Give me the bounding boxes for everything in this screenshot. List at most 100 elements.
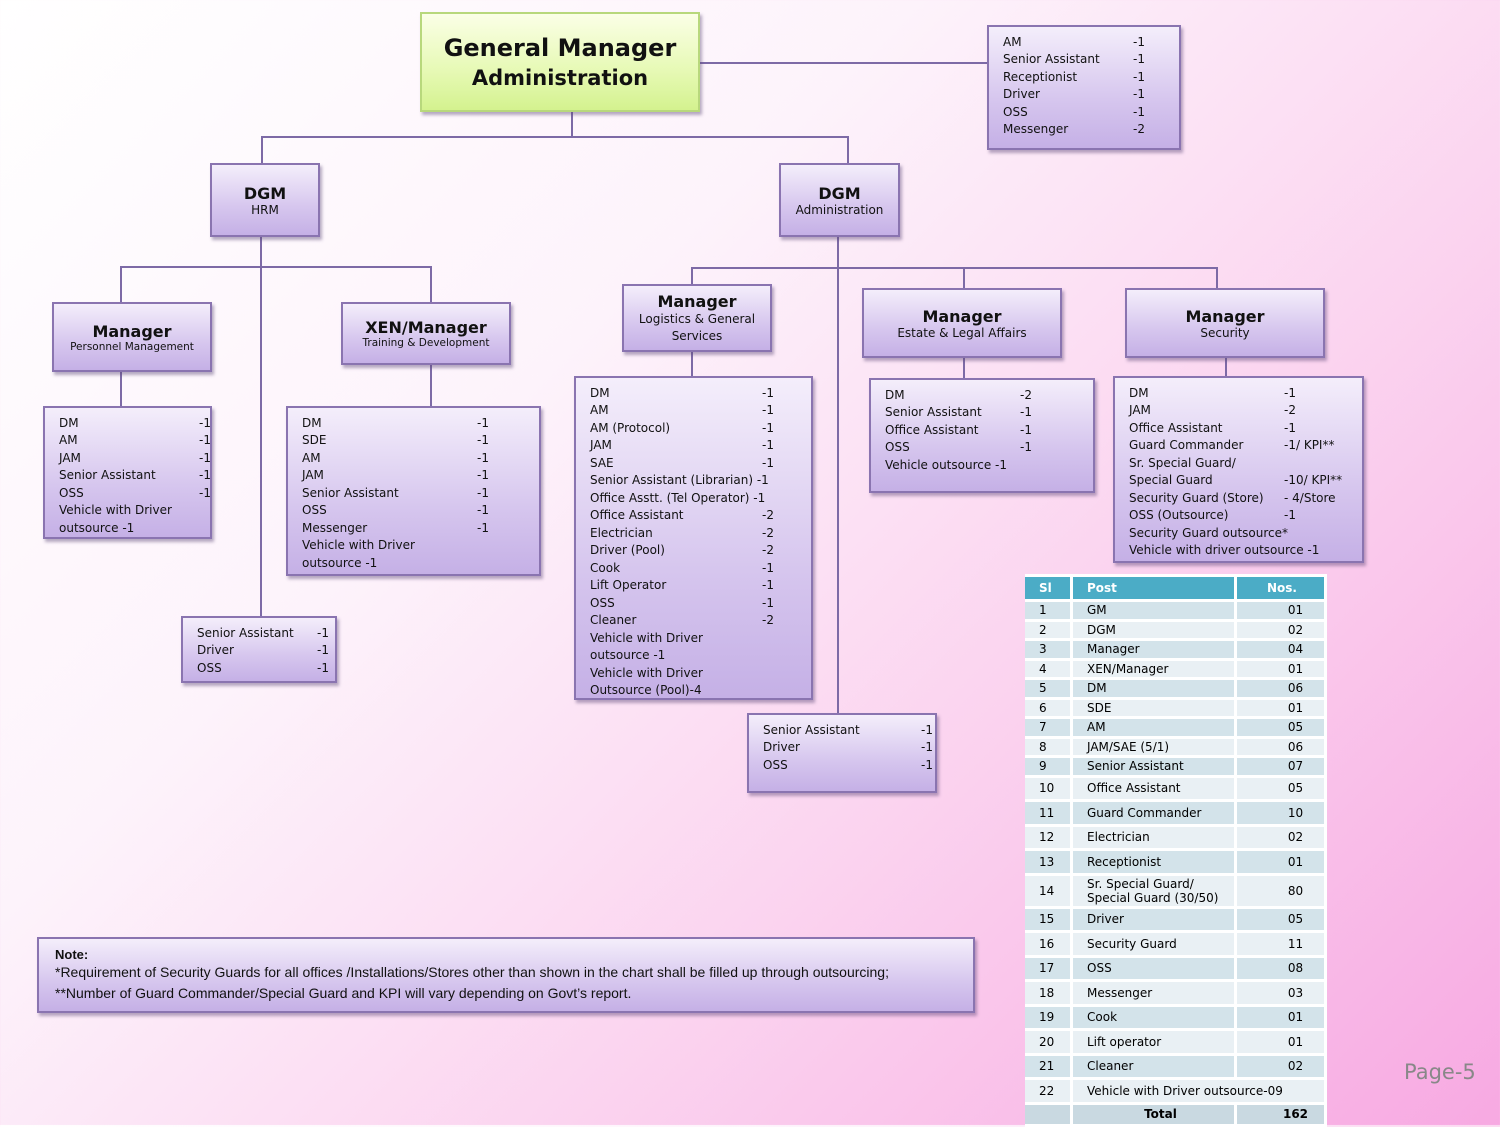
list-item: outsource -1 [302, 554, 525, 572]
dgm-admin-box: DGM Administration [779, 163, 900, 237]
list-item: Office Assistant-1 [1129, 419, 1348, 437]
dgm-hrm-subtitle: HRM [251, 202, 279, 217]
cell-nos: 06 [1237, 738, 1327, 755]
connector [430, 266, 432, 302]
cell-nos: 80 [1237, 875, 1327, 906]
item-label: SAE [590, 455, 614, 470]
gm-box: General Manager Administration [420, 12, 700, 112]
list-item: AM (Protocol)-1 [590, 419, 797, 437]
item-count: -1 [1133, 34, 1145, 49]
connector [963, 358, 965, 378]
cell-nos: 01 [1237, 1006, 1327, 1028]
list-item: DM-1 [590, 384, 797, 402]
cell-sl: 20 [1025, 1031, 1073, 1053]
list-item: Driver (Pool)-2 [590, 542, 797, 560]
item-count: -1 [199, 433, 211, 448]
item-label: outsource -1 [302, 555, 378, 570]
item-label: DM [885, 387, 905, 402]
item-label: DM [59, 415, 79, 430]
item-label: Cleaner [590, 613, 637, 628]
item-label: outsource -1 [590, 648, 666, 663]
list-item: Office Assistant-1 [885, 421, 1079, 439]
list-item: Security Guard (Store)- 4/Store [1129, 489, 1348, 507]
connector [571, 112, 573, 137]
cell-nos: 03 [1237, 982, 1327, 1004]
connector [691, 267, 693, 284]
list-item: Senior Assistant-1 [1003, 51, 1165, 69]
total-blank [1025, 1104, 1073, 1124]
list-item: JAM-1 [59, 449, 211, 467]
item-count: -1 [762, 595, 774, 610]
manager-estate-title: Manager [922, 306, 1002, 326]
list-item: Vehicle with Driver [302, 537, 525, 555]
header-sl: Sl [1025, 577, 1073, 599]
item-label: Vehicle with Driver [59, 503, 172, 518]
item-count: -1 [1133, 87, 1145, 102]
cell-sl: 12 [1025, 826, 1073, 848]
cell-post: SDE [1073, 699, 1237, 716]
item-label: Security Guard outsource* [1129, 525, 1289, 540]
item-count: -1 [762, 560, 774, 575]
manager-xen-box: XEN/Manager Training & Development [341, 302, 511, 365]
cell-post: Vehicle with Driver outsource-09 [1073, 1080, 1327, 1102]
gm-title: General Manager [443, 34, 677, 62]
item-count: -1 [921, 722, 933, 737]
item-label: AM [302, 450, 321, 465]
list-item: DM-1 [1129, 384, 1348, 402]
item-count: -1 [477, 485, 489, 500]
item-label: Vehicle outsource -1 [885, 457, 1008, 472]
cell-post: DGM [1073, 621, 1237, 638]
list-item: Cook-1 [590, 559, 797, 577]
cell-nos: 01 [1237, 660, 1327, 677]
list-item: Security Guard outsource* [1129, 524, 1348, 542]
item-count: -1 [1284, 385, 1296, 400]
connector [691, 352, 693, 376]
item-label: Driver [1003, 87, 1040, 102]
item-label: Vehicle with driver outsource -1 [1129, 543, 1320, 558]
cell-nos: 01 [1237, 699, 1327, 716]
connector [120, 372, 122, 406]
item-label: AM [1003, 34, 1022, 49]
note-heading: Note: [55, 947, 89, 962]
list-item: Cleaner-2 [590, 612, 797, 630]
item-label: Senior Assistant [885, 405, 982, 420]
dgm-admin-subtitle: Administration [795, 202, 884, 217]
item-count: -2 [1020, 387, 1032, 402]
cell-sl: 1 [1025, 602, 1073, 619]
cell-nos: 07 [1237, 758, 1327, 775]
item-count: -2 [762, 508, 774, 523]
cell-sl: 4 [1025, 660, 1073, 677]
item-label: DM [302, 415, 322, 430]
list-item: Driver-1 [197, 642, 329, 660]
list-item: AM-1 [590, 402, 797, 420]
item-count: -1 [199, 415, 211, 430]
cell-sl: 10 [1025, 777, 1073, 799]
list-item: AM-1 [59, 432, 211, 450]
list-item: Electrician-2 [590, 524, 797, 542]
cell-nos: 06 [1237, 680, 1327, 697]
list-item: OSS-1 [590, 594, 797, 612]
cell-post: DM [1073, 680, 1237, 697]
list-item: OSS-1 [885, 439, 1079, 457]
cell-nos: 05 [1237, 719, 1327, 736]
cell-post: Cleaner [1073, 1055, 1237, 1077]
list-item: AM -1 [1003, 33, 1165, 51]
item-count: -1/ KPI** [1284, 438, 1335, 453]
item-count: -1 [1020, 422, 1032, 437]
item-label: Office Asstt. (Tel Operator) -1 [590, 490, 766, 505]
item-count: -1 [199, 468, 211, 483]
item-count: -1 [199, 485, 211, 500]
list-item: Driver -1 [1003, 86, 1165, 104]
cell-nos: 08 [1237, 957, 1327, 979]
cell-nos: 02 [1237, 621, 1327, 638]
note-line-2: **Number of Guard Commander/Special Guar… [55, 985, 632, 1001]
item-label: OSS [59, 485, 84, 500]
